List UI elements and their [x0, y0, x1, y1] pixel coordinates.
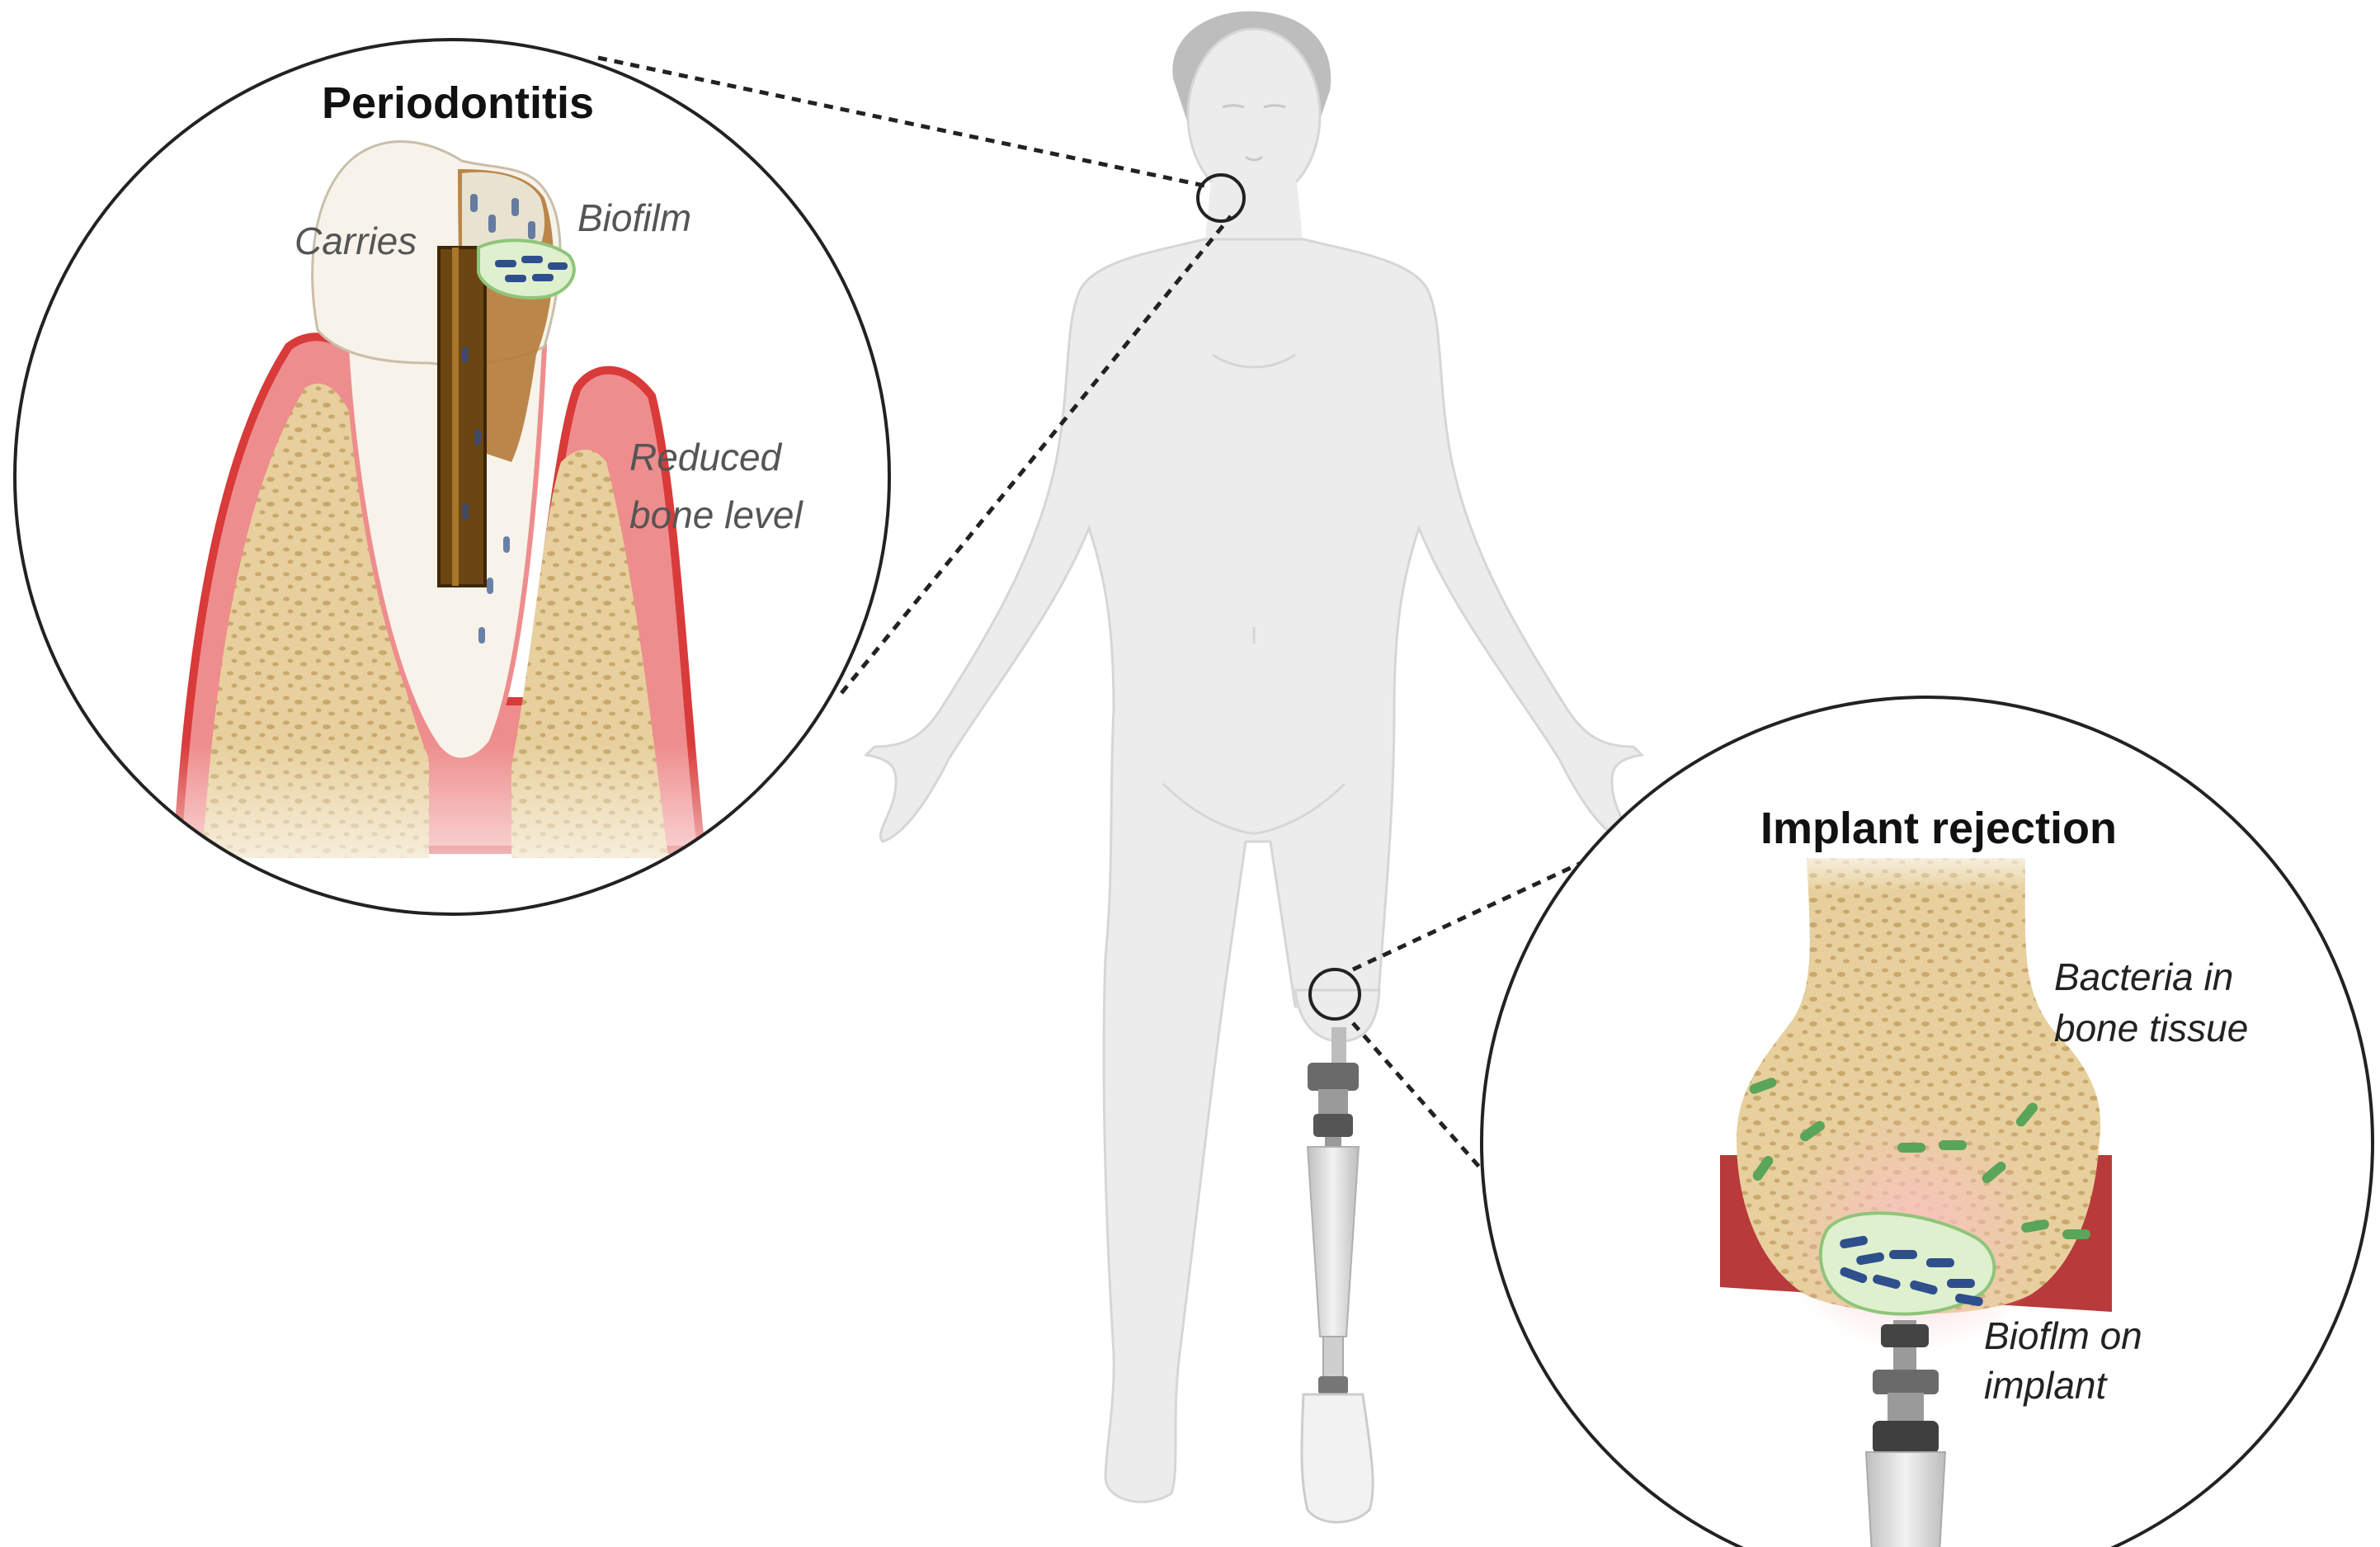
- biofilm-label: Biofilm: [577, 196, 691, 239]
- bacteria-dental: [462, 194, 568, 644]
- body-detail-lines: [1162, 353, 1346, 835]
- bacteria-bone: [1749, 1078, 2090, 1239]
- alveolar-bone-left: [202, 383, 429, 858]
- periodontitis-panel: Periodontitis Carries Biofilm Reduced bo…: [13, 38, 891, 916]
- biofilm-implant-label-line1: Bioflm on: [1984, 1314, 2142, 1357]
- implant-rejection-title: Implant rejection: [1760, 804, 2117, 853]
- body-silhouette: [863, 238, 1645, 1503]
- periodontitis-title: Periodontitis: [322, 78, 594, 128]
- implant-device: [1864, 1320, 1947, 1547]
- neck: [1204, 182, 1303, 248]
- bacteria-bone-label-line1: Bacteria in: [2054, 955, 2233, 998]
- biofilm-implant-label-line2: implant: [1984, 1364, 2109, 1407]
- bacteria-bone-label-line2: bone tissue: [2054, 1007, 2248, 1049]
- implant-rejection-panel: Implant rejection Bacteria in bone tissu…: [1480, 696, 2374, 1547]
- prosthetic-leg: [1300, 1027, 1374, 1524]
- face-features: [1222, 104, 1286, 162]
- carries-label: Carries: [295, 219, 417, 262]
- mouth-zoom-marker: [1196, 173, 1246, 223]
- stump-zoom-marker: [1308, 968, 1361, 1021]
- bacteria-implant: [1840, 1235, 1983, 1307]
- reduced-bone-label-line1: Reduced: [629, 436, 783, 479]
- hair: [1172, 11, 1331, 124]
- biofilm: [477, 238, 576, 299]
- carries-cavity: [437, 246, 487, 587]
- reduced-bone-label-line2: bone level: [629, 493, 804, 536]
- human-figure: [863, 11, 1645, 1524]
- head: [1186, 27, 1322, 204]
